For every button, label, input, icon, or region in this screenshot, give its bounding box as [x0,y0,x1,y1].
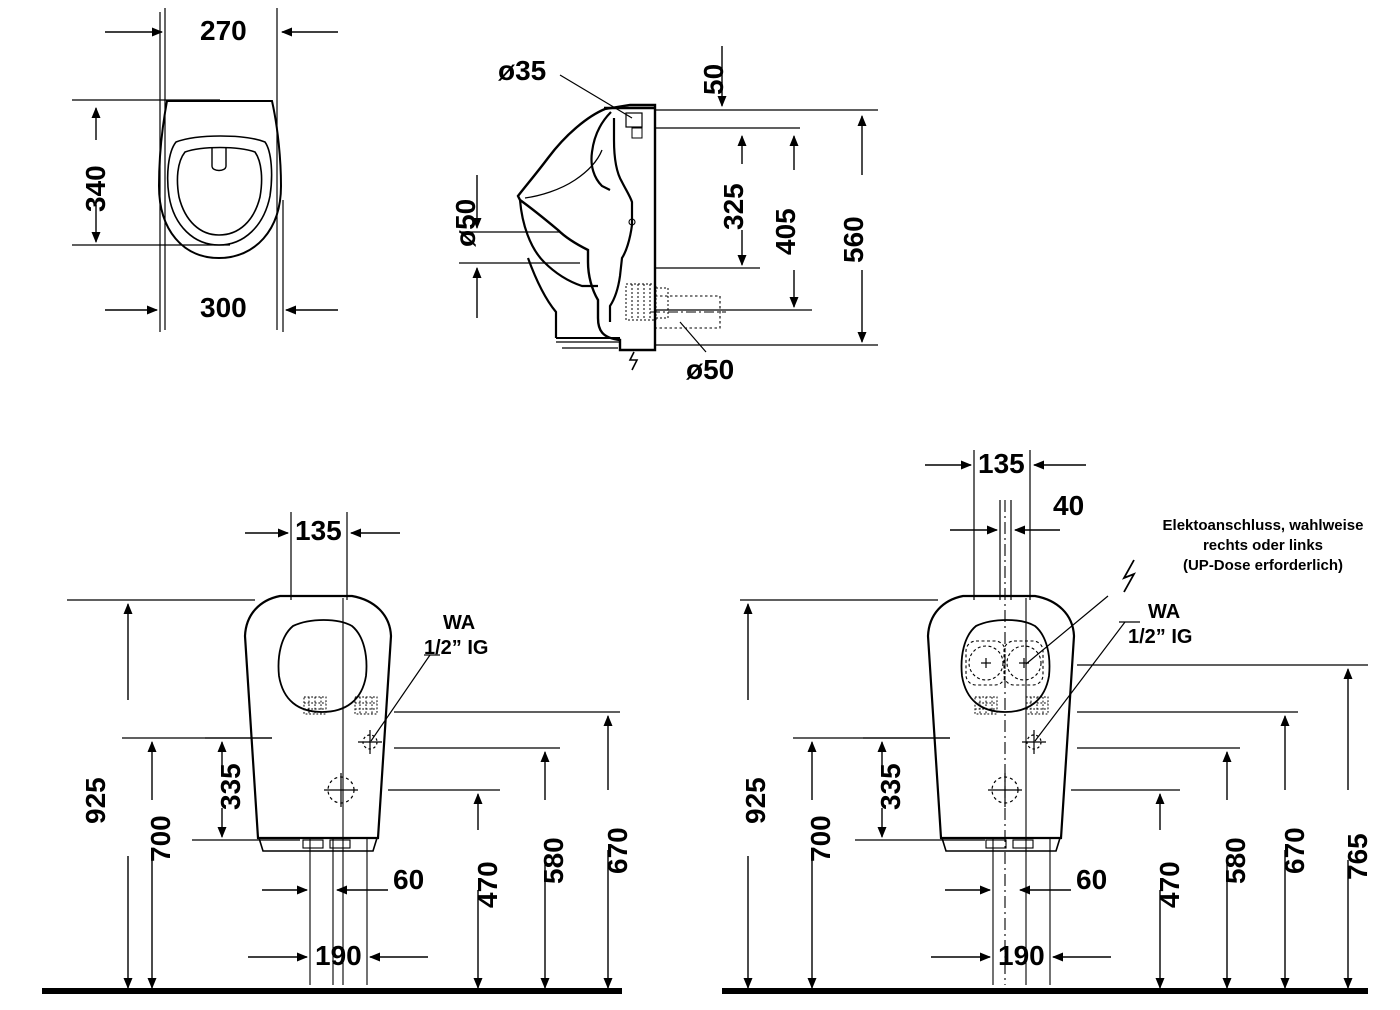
dim-label-405: 405 [770,208,801,255]
dim-label-br-190: 190 [998,940,1045,971]
plan-view-group [72,8,338,332]
dim-label-br-335: 335 [875,763,906,810]
annotation-electro-line2: rechts oder links [1202,537,1324,554]
dim-label-bl-670: 670 [602,827,633,874]
dim-label-o35: ø35 [498,55,547,86]
dim-label-50: 50 [698,63,729,95]
front-view-electronic-group [722,450,1368,994]
dim-label-270: 270 [200,15,247,46]
dim-label-300: 300 [200,292,247,323]
dim-label-bl-580: 580 [538,837,569,884]
dim-label-bl-470: 470 [472,861,503,908]
dim-label-o50-bottom: ø50 [686,354,735,385]
dim-label-br-135: 135 [978,448,1025,479]
dim-label-340: 340 [80,165,111,212]
dim-label-bl-925: 925 [80,777,111,824]
dim-label-bl-700: 700 [145,815,176,862]
dim-label-br-580: 580 [1220,837,1251,884]
annotation-electro-line1: Elektoanschluss, wahlweise [1162,517,1364,534]
annotation-wa-right-line1: WA [1148,601,1181,623]
dim-label-br-670: 670 [1279,827,1310,874]
annotation-wa-left-line2: 1/2” IG [424,637,489,659]
dim-label-bl-60: 60 [393,864,425,895]
side-section-group [459,46,878,371]
dim-label-br-925: 925 [740,777,771,824]
annotation-electro-line3: (UP-Dose erforderlich) [1182,557,1344,574]
annotation-wa-right-line2: 1/2” IG [1128,626,1193,648]
dim-label-br-765: 765 [1342,833,1373,880]
dim-label-br-60: 60 [1076,864,1108,895]
dim-label-br-470: 470 [1154,861,1185,908]
dim-label-bl-190: 190 [315,940,362,971]
annotation-wa-left-line1: WA [443,612,476,634]
dim-label-br-700: 700 [805,815,836,862]
dim-label-bl-135: 135 [295,515,342,546]
dim-label-o50-left: ø50 [450,198,481,247]
front-view-standard-group [42,512,622,994]
dim-label-560: 560 [838,216,869,263]
dim-label-br-40: 40 [1053,490,1085,521]
dim-label-325: 325 [718,183,749,230]
dim-label-bl-335: 335 [215,763,246,810]
